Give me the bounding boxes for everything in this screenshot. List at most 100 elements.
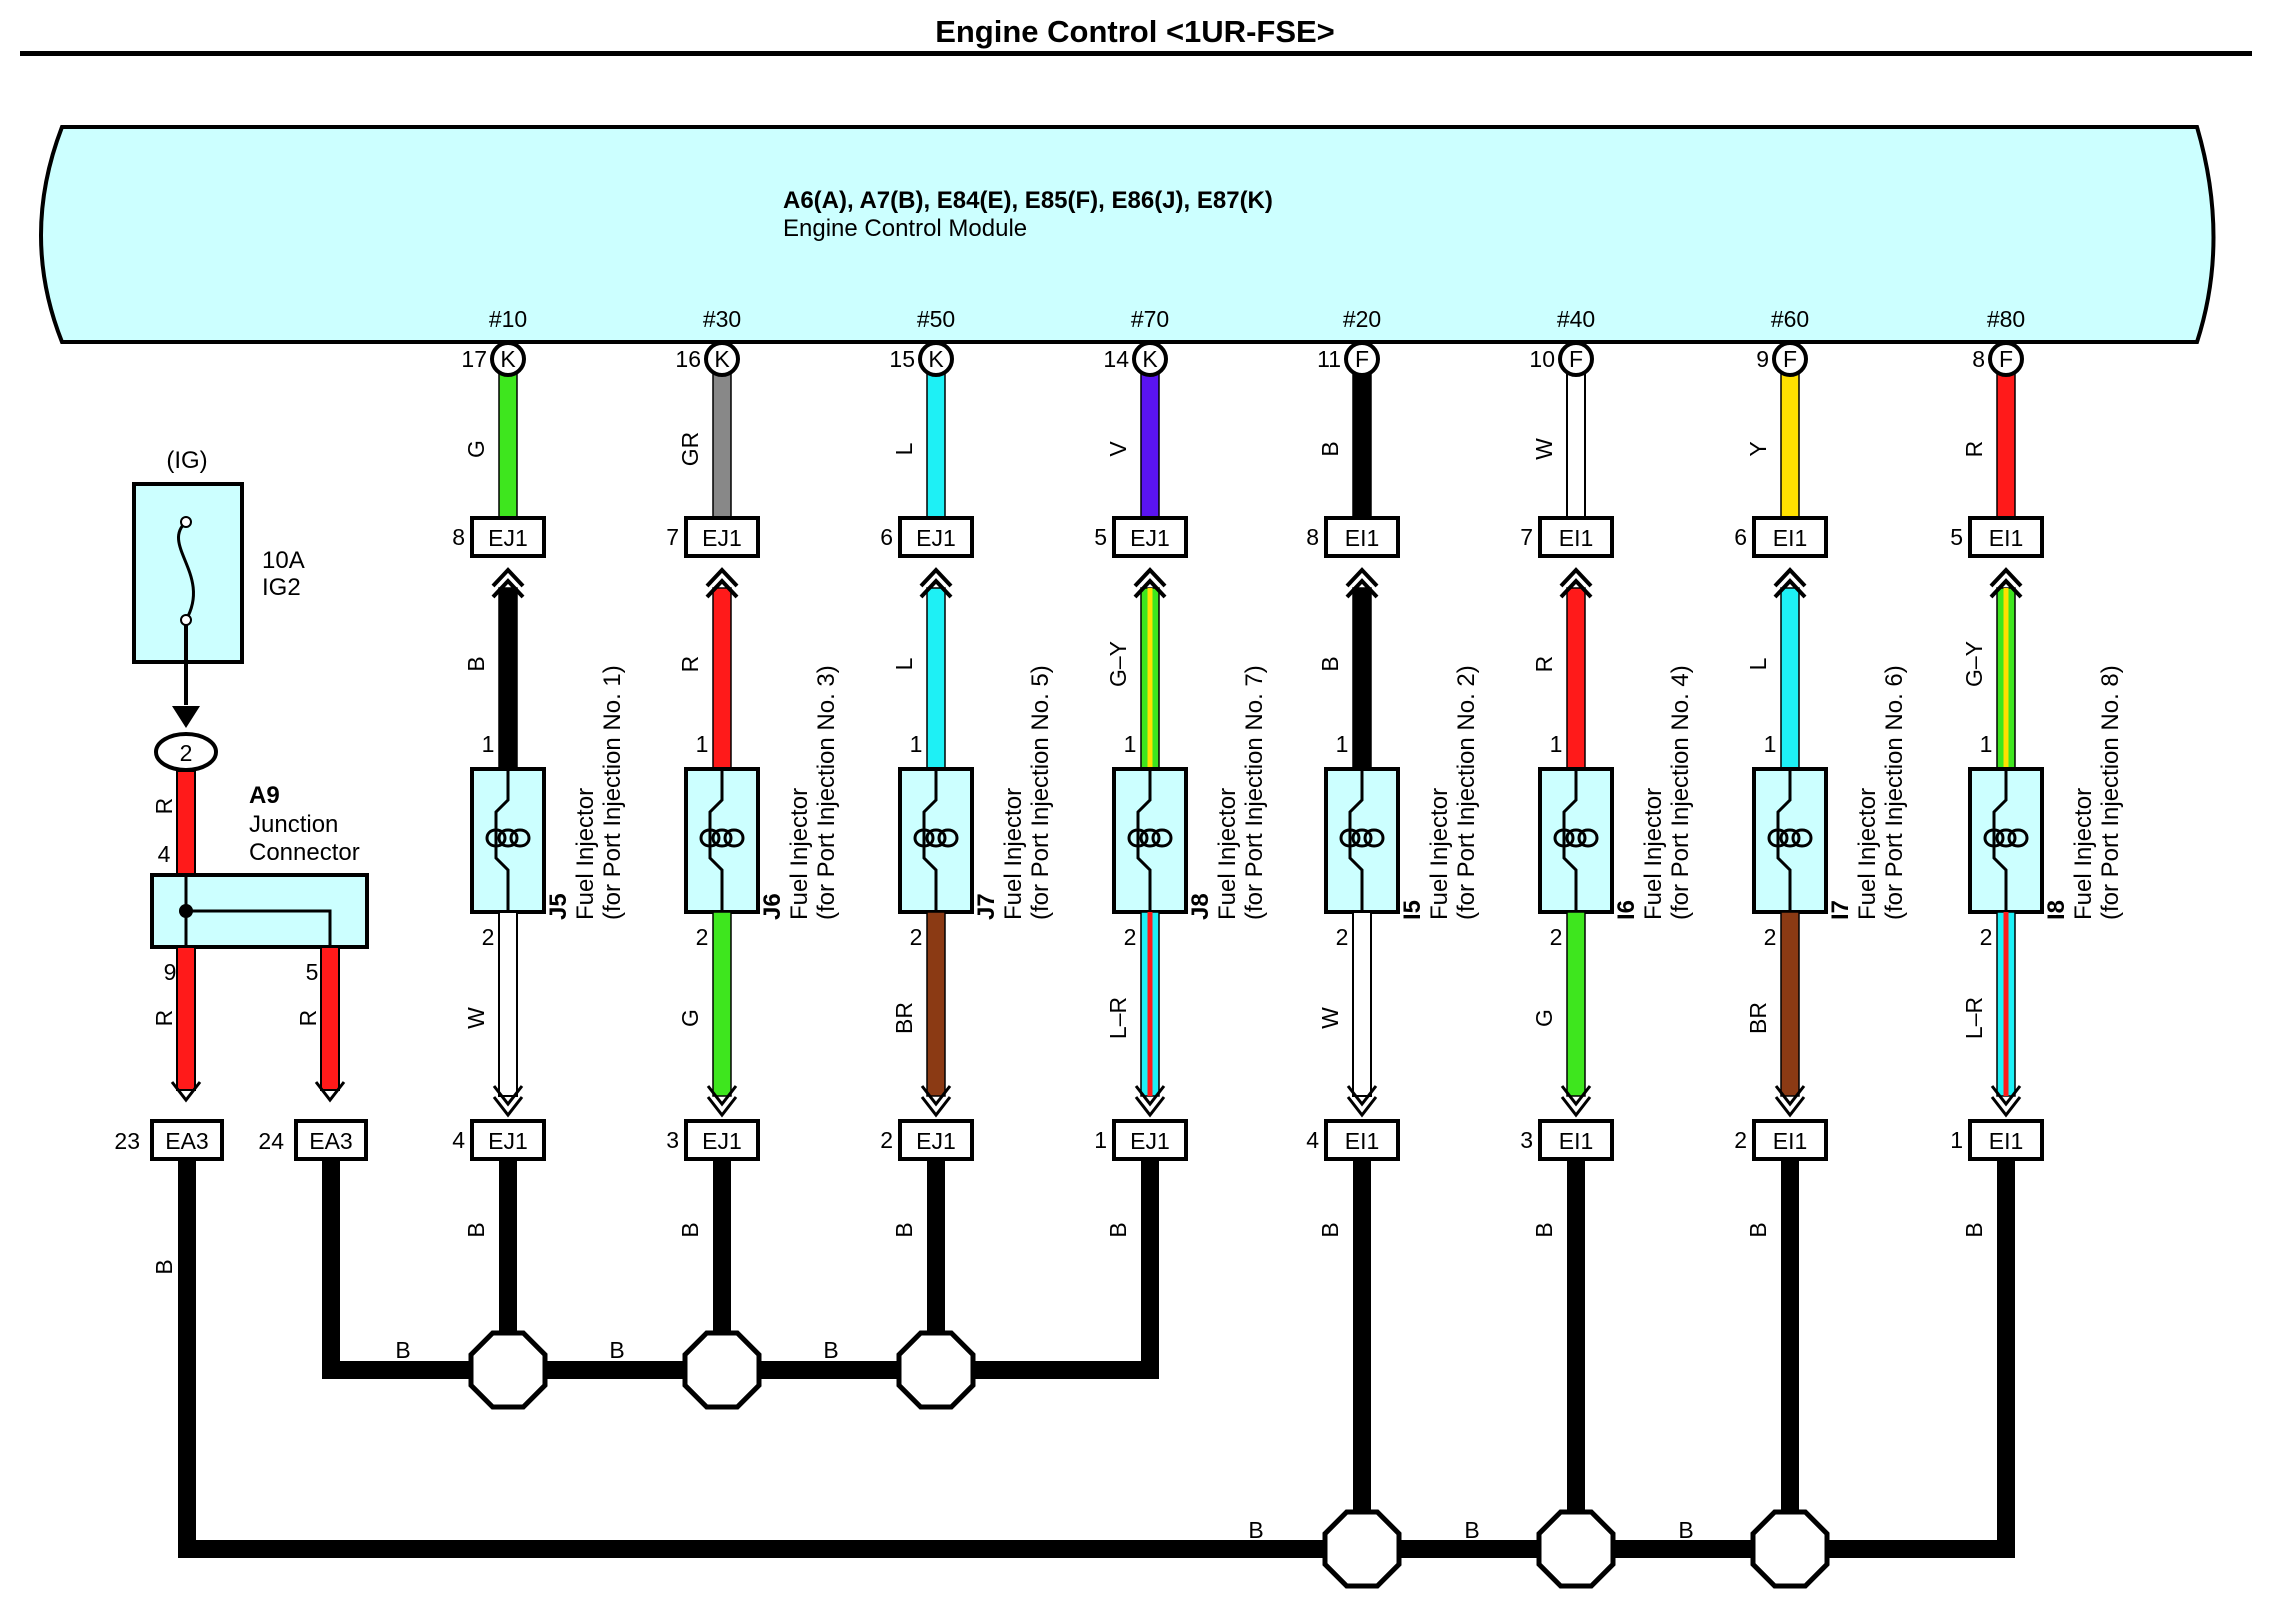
mid-connector-label: EI1 (1345, 525, 1380, 551)
injector-feed-wire-stripe (1147, 588, 1153, 769)
injector-lead-line (1136, 769, 1152, 912)
ground-wire-color-label: B (463, 1222, 489, 1237)
ecm-output-wire (1140, 371, 1160, 519)
injector-pin2-label: 2 (1764, 924, 1777, 950)
ea3-left-connector (150, 1119, 224, 1161)
fuse-wire-color-label: R (151, 798, 177, 815)
ecm-pin-number-label: 9 (1756, 346, 1769, 372)
injector-feed-wire-color-label: B (1317, 656, 1343, 671)
ecm-signal-label: #50 (917, 306, 955, 332)
ecm-pin-number-label: 15 (889, 346, 915, 372)
injector-lead-line (494, 769, 510, 912)
injector-id-label: I6 (1613, 900, 1640, 920)
injector-pin1-label: 1 (696, 731, 709, 757)
ea3-left-pin-label: 23 (114, 1128, 140, 1154)
ecm-output-wire-color-label: Y (1745, 441, 1771, 456)
mid-connector-label: EI1 (1989, 525, 2024, 551)
double-chevron-icon (1345, 567, 1379, 599)
junction-right-arrow-icon (314, 1081, 346, 1103)
bottom-connector (1324, 1119, 1400, 1161)
injector-pin2-label: 2 (696, 924, 709, 950)
ecm-name-label: Engine Control Module (783, 215, 1027, 242)
ecm-pin-connector-label: F (1999, 346, 2013, 372)
ground-wire-color-label: B (1105, 1222, 1131, 1237)
lower-bus-label-1: B (1248, 1517, 1263, 1543)
mid-connector-pin-label: 7 (1520, 524, 1533, 550)
mid-connector (684, 516, 760, 558)
engine-control-module (39, 125, 2216, 344)
mid-connector-pin-label: 7 (666, 524, 679, 550)
ecm-pin-connector-label: K (500, 346, 516, 372)
ecm-output-wire-color-label: R (1961, 441, 1987, 458)
mid-connector (1538, 516, 1614, 558)
bottom-connector-pin-label: 4 (1306, 1127, 1319, 1153)
ea3-left-connector-label: EA3 (165, 1128, 208, 1154)
injector-id-label: J7 (973, 893, 1000, 920)
splice-point-icon (1536, 1509, 1616, 1589)
bottom-connector (1538, 1119, 1614, 1161)
mid-connector-pin-label: 6 (880, 524, 893, 550)
injector-title-label: Fuel Injector (1000, 788, 1027, 920)
bottom-connector-pin-label: 3 (666, 1127, 679, 1153)
ecm-pin-connector-label: F (1569, 346, 1583, 372)
injector-return-wire-color-label: L–R (1961, 997, 1987, 1039)
injector-return-wire (498, 911, 518, 1097)
injector-feed-wire (1352, 587, 1372, 770)
bottom-connector-label: EI1 (1559, 1128, 1594, 1154)
double-chevron-icon (1989, 567, 2023, 599)
bottom-connector-pin-label: 4 (452, 1127, 465, 1153)
ecm-output-wire (498, 371, 518, 519)
double-arrow-icon (1774, 1085, 1806, 1118)
injector-return-wire-stripe (1147, 912, 1153, 1096)
ecm-signal-label: #30 (703, 306, 741, 332)
upper-bus-label-3: B (823, 1337, 838, 1363)
ecm-pin-number-label: 17 (461, 346, 487, 372)
injector-title-label: Fuel Injector (1854, 788, 1881, 920)
ecm-output-wire (712, 371, 732, 519)
mid-connector-label: EJ1 (702, 525, 742, 551)
splice-point-icon (1322, 1509, 1402, 1589)
bottom-connector-label: EJ1 (916, 1128, 956, 1154)
bottom-connector-pin-label: 2 (1734, 1127, 1747, 1153)
double-arrow-icon (1134, 1085, 1166, 1118)
solenoid-coil-icon (913, 828, 959, 848)
fuse-pin-label: 2 (180, 740, 193, 766)
injector-subtitle-label: (for Port Injection No. 1) (599, 665, 626, 920)
ecm-pin-connector (918, 341, 954, 377)
injector-lead-line (1348, 769, 1364, 912)
junction-bus-line (186, 909, 332, 947)
ecm-output-wire-color-label: W (1531, 438, 1557, 460)
fuse-ig-label: (IG) (166, 447, 207, 474)
fuse-name-label: IG2 (262, 574, 301, 601)
injector-pin2-label: 2 (1980, 924, 1993, 950)
injector-subtitle-label: (for Port Injection No. 7) (1241, 665, 1268, 920)
ecm-pin-number-label: 8 (1972, 346, 1985, 372)
junction-right-wire-label: R (295, 1010, 321, 1027)
solenoid-coil-icon (1983, 828, 2029, 848)
injector-feed-wire-stripe (2003, 588, 2009, 769)
ground-wire-color-label: B (1961, 1222, 1987, 1237)
ecm-signal-label: #80 (1987, 306, 2025, 332)
bottom-connector-pin-label: 1 (1950, 1127, 1963, 1153)
ecm-signal-label: #20 (1343, 306, 1381, 332)
mid-connector (1968, 516, 2044, 558)
junction-pin-left-label: 9 (164, 959, 177, 985)
junction-name1-label: Junction (249, 811, 338, 838)
injector-id-label: I5 (1399, 900, 1426, 920)
injector-subtitle-label: (for Port Injection No. 6) (1881, 665, 1908, 920)
junction-pin-top-label: 4 (158, 841, 171, 867)
ground-wire-color-label: B (1745, 1222, 1771, 1237)
ecm-pin-connector-label: F (1783, 346, 1797, 372)
ground-wire-color-label: B (1317, 1222, 1343, 1237)
splice-point-icon (682, 1330, 762, 1410)
ground-wire-color-label: B (677, 1222, 703, 1237)
lower-bus-label-3: B (1678, 1517, 1693, 1543)
injector-return-wire (1780, 911, 1800, 1097)
mid-connector-label: EJ1 (488, 525, 528, 551)
fuse-element-icon (177, 520, 195, 621)
mid-connector-pin-label: 8 (1306, 524, 1319, 550)
